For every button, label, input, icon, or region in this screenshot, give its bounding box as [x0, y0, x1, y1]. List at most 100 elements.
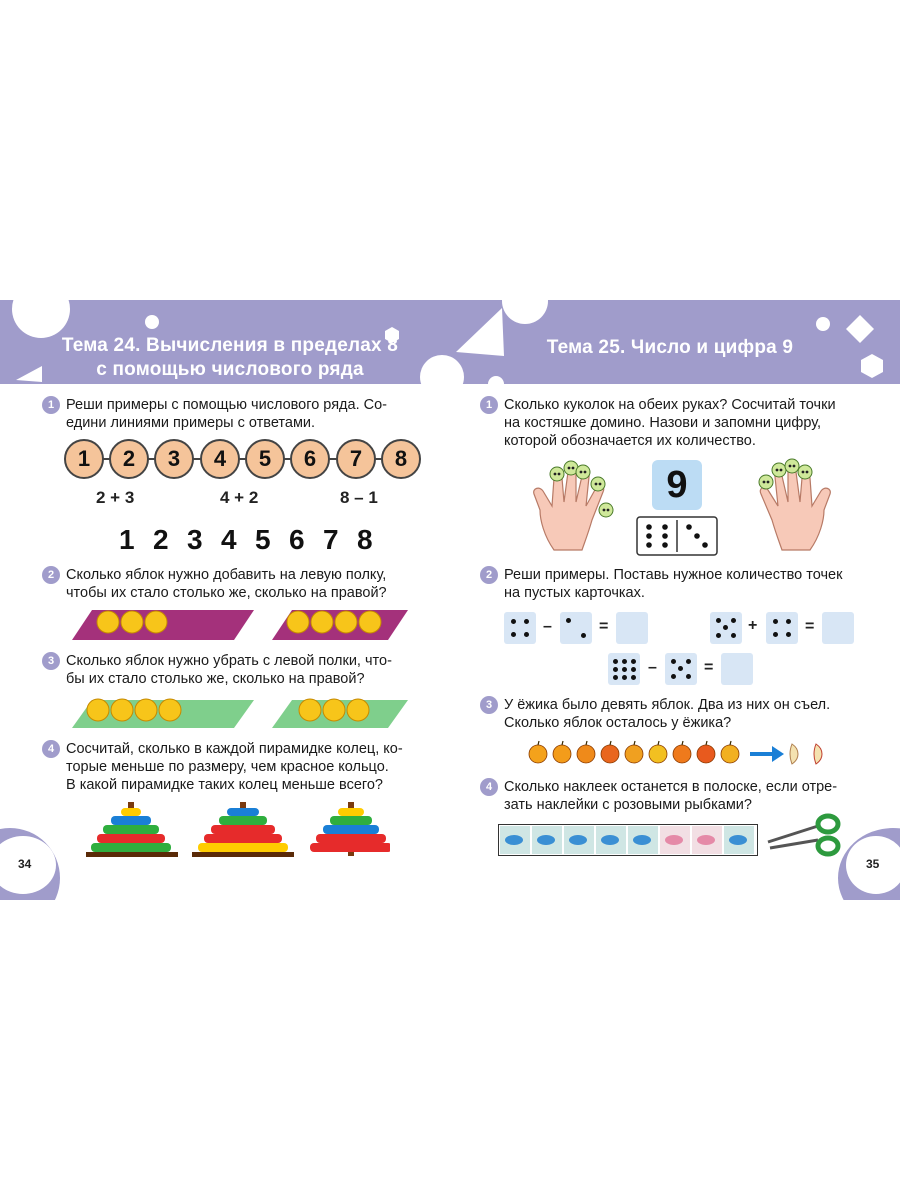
dot [671, 674, 676, 679]
answer-number: 6 [289, 524, 305, 555]
number-line-circle: 2 [109, 439, 149, 479]
answer-number: 1 [119, 524, 135, 555]
left-title: Тема 24. Вычисления в пределах 8 с помощ… [40, 334, 420, 382]
equals-sign: = [599, 618, 609, 635]
left-task-4-text: Сосчитай, сколько в каждой пирамидке кол… [66, 740, 426, 794]
number-line-circle: 3 [154, 439, 194, 479]
text-line: на костяшке домино. Назови и запомни циф… [504, 415, 822, 431]
white-circle-decoration [420, 355, 464, 399]
dot [671, 659, 676, 664]
expression: 2 + 3 [96, 488, 135, 507]
dot [581, 633, 586, 638]
right-hand-finger-puppets-illustration [758, 458, 831, 551]
dot [773, 619, 778, 624]
dot-card [608, 653, 640, 685]
left-title-line2: с помощью числового ряда [96, 359, 364, 380]
dot-card [710, 612, 742, 644]
dot [731, 618, 736, 623]
dot [524, 619, 529, 624]
white-triangle-decoration [456, 308, 504, 356]
scissors-icon [767, 813, 841, 857]
text-line: Сосчитай, сколько в каждой пирамидке кол… [66, 741, 403, 757]
dot [686, 674, 691, 679]
dot-card [766, 612, 798, 644]
text-line: торые меньше по размеру, чем красное кол… [66, 759, 389, 775]
dot [511, 619, 516, 624]
text-line: бы их стало столько же, сколько на право… [66, 671, 365, 687]
text-line: Сколько куколок на обеих руках? Сосчитай… [504, 397, 836, 413]
answer-number: 5 [255, 524, 271, 555]
answer-number: 7 [323, 524, 339, 555]
dot [524, 632, 529, 637]
answer-number: 8 [357, 524, 373, 555]
dot [716, 633, 721, 638]
dot [511, 632, 516, 637]
task-number-badge: 2 [42, 566, 60, 584]
task-number-badge: 3 [42, 652, 60, 670]
dot-card [560, 612, 592, 644]
left-task-2-text: Сколько яблок нужно добавить на левую по… [66, 566, 426, 602]
dot [631, 675, 636, 680]
dot [613, 675, 618, 680]
dot-card [504, 612, 536, 644]
empty-answer-card[interactable] [721, 653, 753, 685]
text-line: Сколько яблок нужно добавить на левую по… [66, 567, 387, 583]
text-line: Сколько яблок осталось у ёжика? [504, 715, 732, 731]
dot [786, 632, 791, 637]
task-number-badge: 2 [480, 566, 498, 584]
apple-shelf-illustration [72, 610, 408, 640]
empty-answer-card[interactable] [822, 612, 854, 644]
empty-answer-card[interactable] [616, 612, 648, 644]
number-line-circle: 8 [381, 439, 421, 479]
dot [731, 633, 736, 638]
right-task-2-text: Реши примеры. Поставь нужное количество … [504, 566, 864, 602]
page-number-inner [0, 836, 56, 894]
dot [786, 619, 791, 624]
text-line: чтобы их стало столько же, сколько на пр… [66, 585, 387, 601]
text-line: которой обозначается их количество. [504, 433, 756, 449]
fish-sticker-strip-illustration [498, 824, 758, 856]
white-circle-decoration [488, 376, 504, 392]
task-number-badge: 4 [480, 778, 498, 796]
number-line-circle: 5 [245, 439, 285, 479]
right-task-4-text: Сколько наклеек останется в полоске, есл… [504, 778, 864, 814]
dot [631, 659, 636, 664]
dot [566, 618, 571, 623]
left-task-3-text: Сколько яблок нужно убрать с левой полки… [66, 652, 426, 688]
apple-shelf-illustration [72, 698, 408, 728]
expression: 8 – 1 [340, 488, 378, 507]
white-triangle-decoration [16, 366, 42, 382]
minus-sign: – [648, 659, 657, 676]
number-line-circle: 7 [336, 439, 376, 479]
white-hexagon-decoration [861, 354, 883, 378]
equals-sign: = [805, 618, 815, 635]
text-line: Реши примеры с помощью числового ряда. С… [66, 397, 387, 413]
ring-pyramids-illustration [86, 802, 390, 857]
dot [622, 675, 627, 680]
answer-number: 2 [153, 524, 169, 555]
domino-tile-illustration [636, 516, 718, 556]
answer-number: 3 [187, 524, 203, 555]
dot [613, 667, 618, 672]
white-hexagon-decoration [385, 327, 399, 343]
right-title: Тема 25. Число и цифра 9 [546, 337, 794, 358]
right-task-3-text: У ёжика было девять яблок. Два из них он… [504, 696, 864, 732]
answer-number: 4 [221, 524, 237, 555]
white-circle-decoration [816, 317, 830, 331]
dot [631, 667, 636, 672]
task-number-badge: 1 [480, 396, 498, 414]
text-line: едини линиями примеры с ответами. [66, 415, 316, 431]
task-number-badge: 3 [480, 696, 498, 714]
text-line: зать наклейки с розовыми рыбками? [504, 797, 752, 813]
text-line: на пустых карточках. [504, 585, 645, 601]
expression: 4 + 2 [220, 488, 259, 507]
task-number-badge: 1 [42, 396, 60, 414]
apples-and-cores-illustration [528, 740, 823, 765]
white-circle-decoration [145, 315, 159, 329]
left-task-1-text: Реши примеры с помощью числового ряда. С… [66, 396, 416, 432]
left-hand-finger-puppets-illustration [533, 460, 614, 551]
dot [678, 666, 683, 671]
right-page-number: 35 [866, 857, 880, 871]
left-page-number: 34 [18, 857, 32, 871]
task-number-badge: 4 [42, 740, 60, 758]
